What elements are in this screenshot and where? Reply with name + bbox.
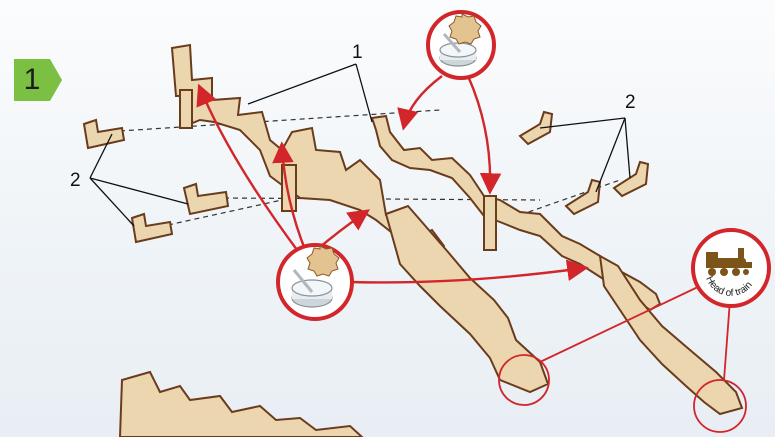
bracket-left-bottom [130, 212, 174, 244]
bracket-right-top [518, 110, 554, 146]
glue-pot-icon [276, 243, 354, 321]
callout-part-2-left: 2 [70, 170, 81, 191]
side-rail-right-lower [598, 254, 744, 416]
bottom-rail-piece [118, 370, 364, 437]
side-rail-left-lower [384, 204, 550, 394]
glue-arrows [196, 75, 589, 284]
locomotive-icon [706, 248, 752, 276]
bracket-right-bottom [612, 160, 650, 198]
highlight-circles [498, 285, 747, 433]
callout-part-2-right: 2 [625, 92, 636, 113]
step-number-badge: 1 [8, 57, 64, 103]
bracket-left-top [82, 118, 126, 150]
glue-pot-icon [426, 10, 496, 80]
step-number: 1 [23, 63, 41, 96]
head-of-train-badge: Head of train [691, 228, 771, 308]
callout-leaders [89, 63, 631, 227]
bracket-left-middle [182, 182, 230, 216]
callout-part-1: 1 [352, 42, 363, 63]
